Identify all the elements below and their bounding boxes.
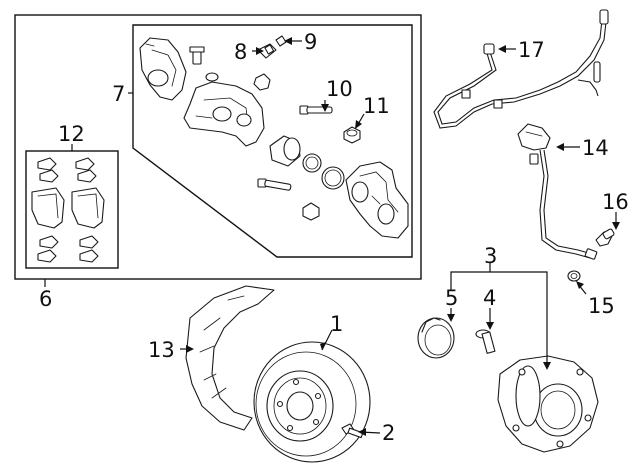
callout-13: 13: [148, 338, 175, 362]
rotor-screw: [341, 423, 364, 439]
wheel-stud: [475, 329, 496, 354]
caliper-subassembly-frame: [132, 24, 413, 258]
callout-7: 7: [112, 82, 125, 106]
dust-shield: [185, 285, 275, 431]
callout-3: 3: [484, 244, 497, 268]
callout-10: 10: [326, 77, 353, 101]
callout-8: 8: [234, 40, 247, 64]
callout-12: 12: [58, 122, 85, 146]
pad-kit-parts: [31, 157, 105, 263]
leader-3: [450, 271, 548, 366]
callout-5: 5: [445, 286, 458, 310]
callout-2: 2: [382, 421, 395, 445]
callout-17: 17: [518, 38, 545, 62]
small-washer: [205, 72, 219, 82]
guide-pin-cap: [257, 43, 277, 59]
callout-11: 11: [363, 94, 390, 118]
callout-15: 15: [588, 294, 615, 318]
brake-rotor: [253, 341, 371, 463]
callout-4: 4: [483, 286, 496, 310]
hose-washer: [567, 270, 581, 282]
caliper-piston: [269, 135, 301, 167]
callout-6: 6: [39, 287, 52, 311]
callout-9: 9: [304, 30, 317, 54]
lower-guide-pin: [257, 178, 292, 191]
brake-hose: [517, 123, 598, 260]
guide-pin-bolt: [299, 105, 333, 115]
callout-14: 14: [582, 136, 609, 160]
caliper-housing: [139, 37, 187, 101]
callout-16: 16: [602, 190, 629, 214]
hub-cap: [417, 317, 455, 359]
hex-nut: [253, 73, 271, 91]
hub-bearing: [497, 355, 599, 453]
callout-1: 1: [330, 312, 343, 336]
guide-boot: [343, 126, 361, 144]
bleeder-bolt: [189, 46, 205, 65]
caliper-bracket: [183, 81, 265, 147]
lower-guide-boot: [302, 202, 320, 221]
hose-bolt: [595, 228, 615, 247]
abs-sensor-harness: [433, 9, 609, 129]
caliper-body: [345, 161, 409, 239]
